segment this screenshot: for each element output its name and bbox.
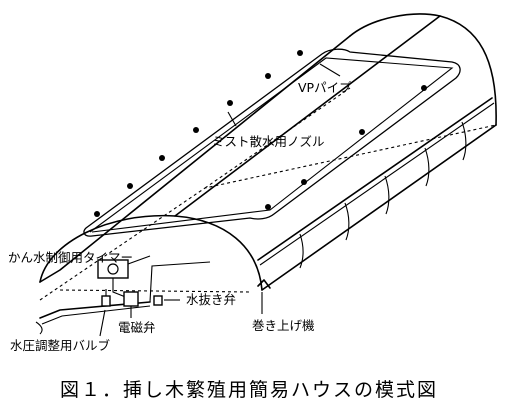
hoop <box>299 233 304 269</box>
pressure-valve-label: 水圧調整用バルブ <box>10 338 111 353</box>
nozzle-icon <box>265 204 271 210</box>
pressure-leader <box>99 309 106 337</box>
irrigation-equipment <box>35 259 271 335</box>
winder-icon <box>257 279 271 289</box>
nozzle-icon <box>193 127 199 133</box>
ridge-line <box>174 15 441 217</box>
right-base-line <box>261 124 497 291</box>
pressure-valve-icon <box>101 295 111 307</box>
nozzle-icon <box>297 50 303 56</box>
nozzle-icon <box>227 100 233 106</box>
hoop <box>344 202 350 241</box>
hidden-cross <box>59 289 251 293</box>
far-end-arch <box>349 13 497 126</box>
winder-label: 巻き上げ機 <box>252 318 315 333</box>
hoop <box>461 121 467 161</box>
mist-nozzles <box>94 50 427 217</box>
rope-icon <box>35 321 43 335</box>
leader-lines <box>99 63 341 337</box>
nozzle-icon <box>159 155 165 161</box>
feed-pipe-lower <box>41 305 151 325</box>
figure-caption: 図１．挿し木繁殖用簡易ハウスの模式図 <box>60 379 438 401</box>
vp-pipe-leader <box>319 63 341 77</box>
timer-label: かん水制御用タイマー <box>8 250 133 265</box>
vp-pipe-loop <box>83 48 461 237</box>
hoop <box>424 147 430 187</box>
nozzle-icon <box>265 73 271 79</box>
greenhouse-structure <box>39 13 497 301</box>
nozzle-icon <box>94 211 100 217</box>
solenoid-valve-label: 電磁弁 <box>118 320 156 335</box>
timer-wire <box>112 278 129 299</box>
nozzle-leader <box>227 111 237 127</box>
hoop <box>384 175 390 215</box>
nozzle-icon <box>301 179 307 185</box>
hidden-far-base <box>204 87 351 189</box>
solenoid-valve-icon <box>123 291 139 307</box>
left-eave-line <box>39 35 351 283</box>
nozzle-icon <box>359 129 365 135</box>
rollup-rail <box>257 97 493 261</box>
timer-leader <box>127 255 151 265</box>
nozzle-icon <box>127 183 133 189</box>
nozzle-icon <box>421 85 427 91</box>
drain-valve-label: 水抜き弁 <box>186 292 236 307</box>
riser-pipe <box>149 261 211 303</box>
drain-valve-icon <box>153 295 163 306</box>
rollup-rail-inner <box>259 102 495 266</box>
feed-pipe <box>39 301 151 319</box>
timer-dial-icon <box>107 263 119 275</box>
mist-nozzle-label: ミスト散水用ノズル <box>212 134 325 149</box>
vp-pipe-label: VPパイプ <box>298 80 352 95</box>
